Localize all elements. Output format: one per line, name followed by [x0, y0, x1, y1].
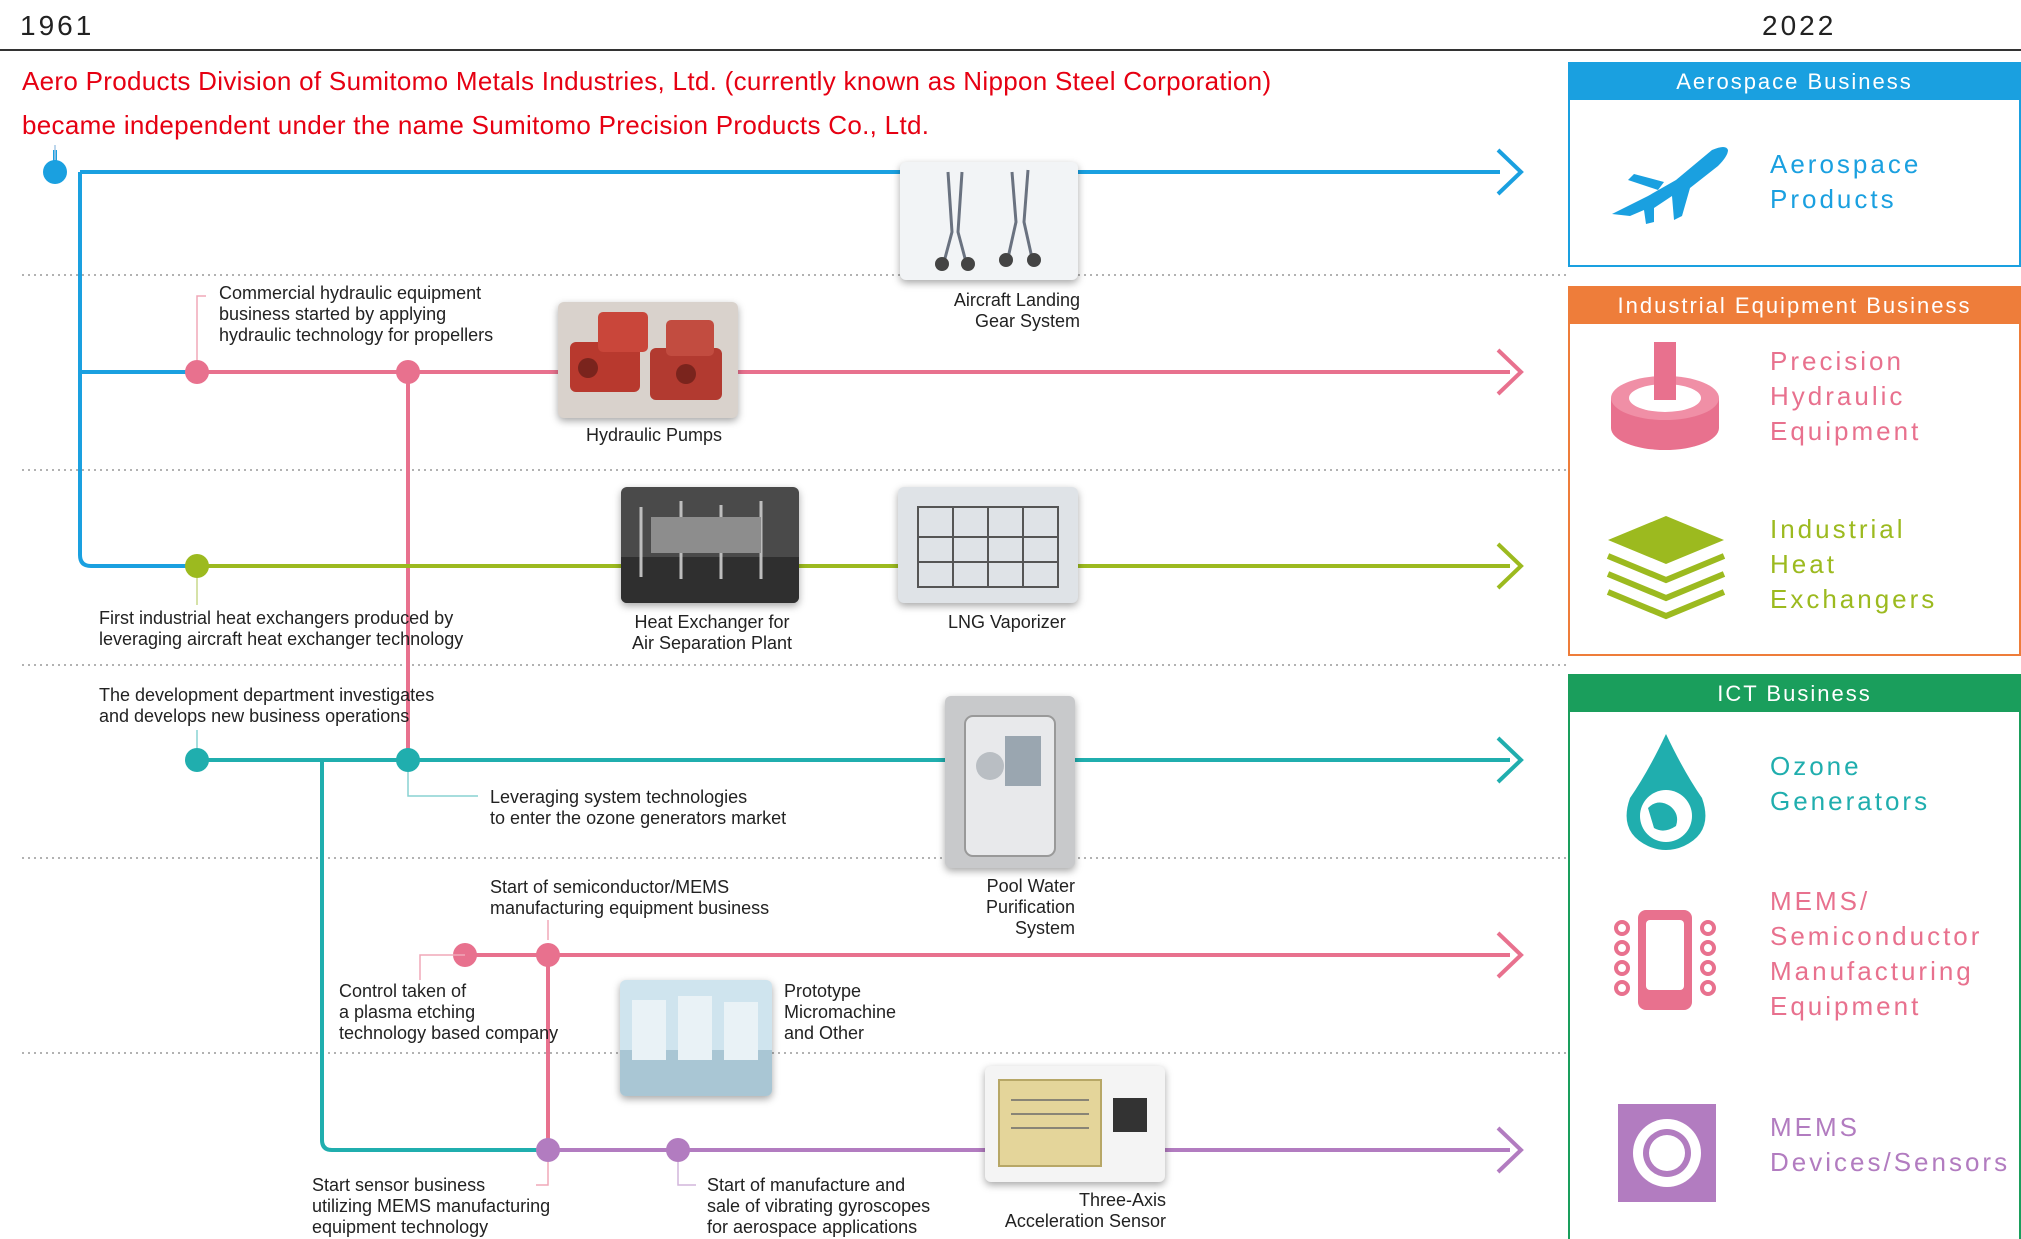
caption-hydraulic-start: Commercial hydraulic equipment business …: [219, 283, 494, 345]
aerospace-products-label: Aerospace Products: [1770, 149, 1922, 214]
precision-hydraulic-label: Precision Hydraulic Equipment: [1770, 346, 1922, 446]
aerospace-business-header: Aerospace Business: [1570, 64, 2019, 100]
pool-water-caption: Pool Water Purification System: [985, 876, 1075, 938]
landing-gear-photo: [900, 162, 1078, 280]
caption-sensor-start: Start sensor business utilizing MEMS man…: [312, 1175, 551, 1237]
micromachine-photo: [620, 980, 772, 1096]
landing-gear-caption: Aircraft Landing Gear System: [953, 290, 1080, 331]
hydraulic-pumps-photo: [558, 302, 738, 418]
ozone-generators-label: Ozone Generators: [1770, 751, 1931, 816]
heat-exchangers-label: Industrial Heat Exchangers: [1770, 514, 1938, 614]
headline-line-2: became independent under the name Sumito…: [22, 110, 930, 140]
start-year: 1961: [20, 10, 95, 41]
micromachine-caption: Prototype Micromachine and Other: [784, 981, 897, 1043]
ozone-drop-icon: [1624, 732, 1708, 852]
pool-water-photo: [945, 696, 1075, 868]
industrial-business-header: Industrial Equipment Business: [1570, 288, 2019, 324]
end-year: 2022: [1762, 10, 1837, 41]
accel-sensor-caption: Three-Axis Acceleration Sensor: [1004, 1190, 1166, 1231]
aerospace-business-panel: Aerospace Business Aerospace Products: [1568, 62, 2021, 267]
hydraulic-pumps-caption: Hydraulic Pumps: [586, 425, 723, 445]
ict-business-header: ICT Business: [1570, 676, 2019, 712]
heat-exchanger-icon: [1604, 512, 1728, 622]
ict-business-panel: ICT Business Ozone Generators MEMS/ Semi…: [1568, 674, 2021, 1239]
heat-exchanger-air-photo: [621, 487, 799, 603]
hydraulic-gear-icon: [1610, 342, 1720, 454]
lng-vaporizer-caption: LNG Vaporizer: [948, 612, 1066, 632]
accel-sensor-photo: [985, 1066, 1165, 1182]
caption-ozone-entry: Leveraging system technologies to enter …: [490, 787, 787, 828]
headline-line-1: Aero Products Division of Sumitomo Metal…: [22, 66, 1272, 96]
airplane-icon: [1604, 140, 1734, 230]
heat-exchanger-air-caption: Heat Exchanger for Air Separation Plant: [631, 612, 793, 653]
industrial-business-panel: Industrial Equipment Business Precision …: [1568, 286, 2021, 656]
chip-icon: [1610, 904, 1720, 1016]
caption-heat-first: First industrial heat exchangers produce…: [99, 608, 464, 649]
caption-gyroscopes: Start of manufacture and sale of vibrati…: [707, 1175, 931, 1237]
caption-dev-department: The development department investigates …: [99, 685, 435, 726]
caption-semi-start: Start of semiconductor/MEMS manufacturin…: [490, 877, 770, 918]
mems-sensors-label: MEMS Devices/Sensors: [1770, 1112, 2011, 1177]
mems-semiconductor-label: MEMS/ Semiconductor Manufacturing Equipm…: [1770, 886, 1983, 1021]
caption-plasma: Control taken of a plasma etching techno…: [339, 981, 559, 1043]
mems-sensor-icon: [1618, 1104, 1716, 1202]
lng-vaporizer-photo: [898, 487, 1078, 603]
